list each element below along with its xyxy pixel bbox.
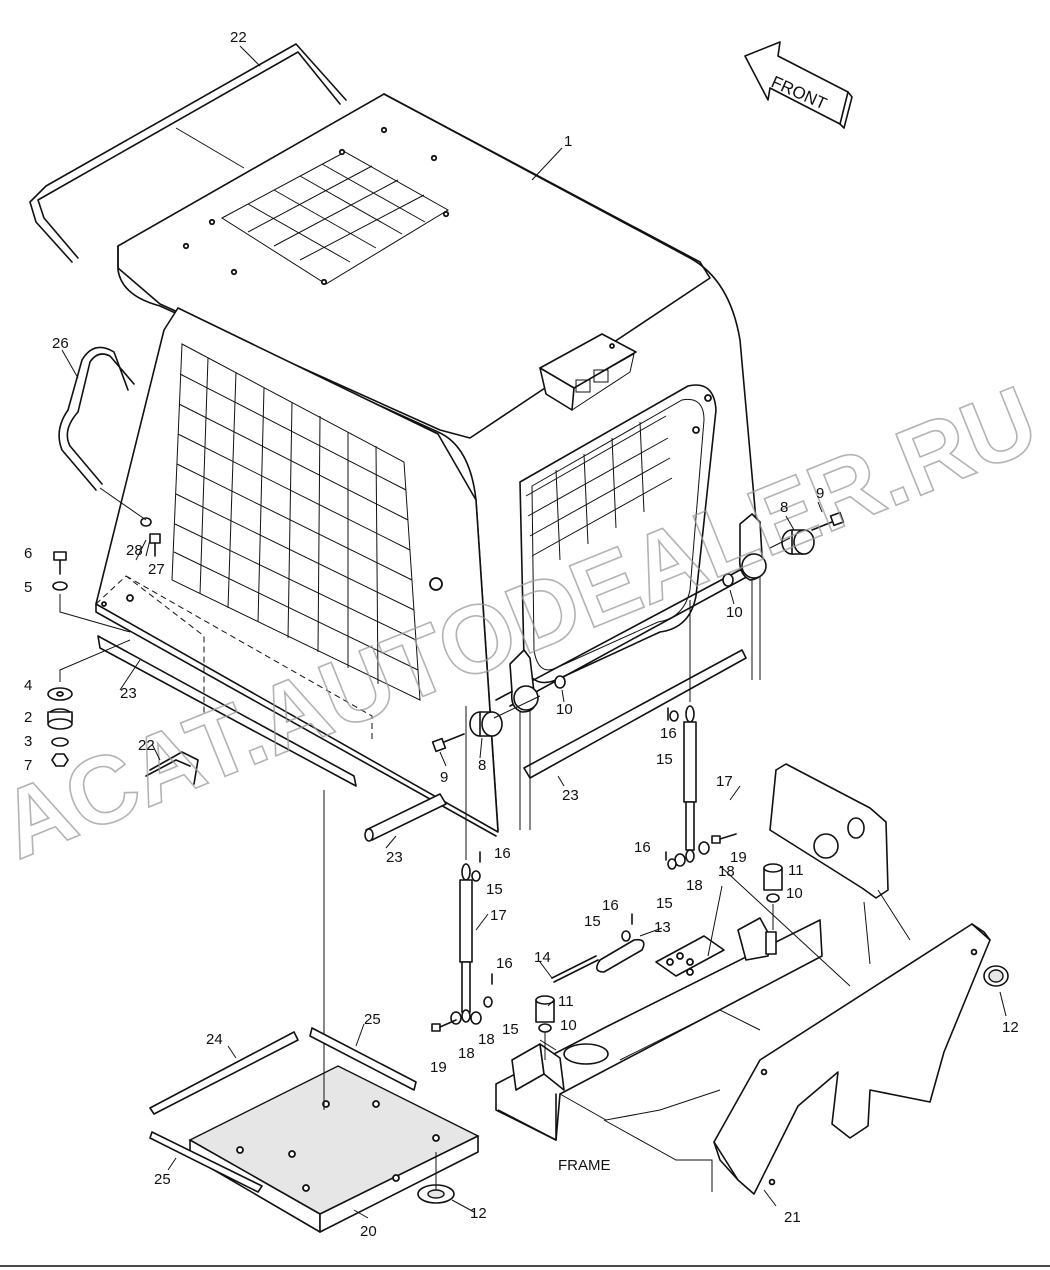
pin-clip-part-13 bbox=[596, 913, 645, 973]
callout: 11 bbox=[558, 993, 574, 1010]
bolt-part-9-left bbox=[431, 733, 465, 753]
callout: 12 bbox=[1002, 1019, 1019, 1036]
callout: 10 bbox=[786, 885, 803, 902]
callout: 10 bbox=[556, 701, 573, 718]
bolt-part-9-right bbox=[811, 511, 845, 531]
callout: 15 bbox=[486, 881, 503, 898]
callout: 21 bbox=[784, 1209, 801, 1226]
callout: 27 bbox=[148, 561, 165, 578]
callout: 18 bbox=[478, 1031, 495, 1048]
roof-vent-grid bbox=[221, 151, 449, 285]
rubber-mount-part-11-right bbox=[763, 863, 783, 903]
callout: 11 bbox=[788, 862, 804, 879]
callout: 7 bbox=[24, 757, 32, 774]
bolt-part-27 bbox=[149, 533, 161, 557]
callout: 26 bbox=[52, 335, 69, 352]
callout: 23 bbox=[562, 787, 579, 804]
callout: 19 bbox=[430, 1059, 447, 1076]
callout: 17 bbox=[490, 907, 507, 924]
callout: 25 bbox=[364, 1011, 381, 1028]
callout: 22 bbox=[230, 29, 247, 46]
callout: 28 bbox=[126, 542, 143, 559]
callout: 18 bbox=[718, 863, 735, 880]
part-callouts: 1 2 3 4 5 6 7 8 8 9 9 10 10 10 10 11 11 … bbox=[24, 29, 1019, 1240]
rear-rail-part-22 bbox=[29, 43, 347, 263]
washer-part-10-right bbox=[722, 573, 734, 587]
front-roof-handle bbox=[539, 333, 637, 411]
gas-strut-part-17-right bbox=[683, 705, 697, 863]
callout: 9 bbox=[440, 769, 448, 786]
floor-mat-part-20 bbox=[188, 1065, 480, 1233]
front-direction-arrow: FRONT bbox=[744, 41, 853, 129]
seal-strip-part-23-right bbox=[523, 649, 747, 779]
frame-side-plate bbox=[769, 763, 911, 965]
rubber-mount-stack bbox=[47, 551, 73, 767]
right-hinge-bracket bbox=[738, 513, 767, 581]
callout: 24 bbox=[206, 1031, 223, 1048]
callout: 9 bbox=[816, 485, 824, 502]
callout: 23 bbox=[386, 849, 403, 866]
callout: 3 bbox=[24, 733, 32, 750]
machine-frame bbox=[495, 885, 823, 1192]
callout: 16 bbox=[494, 845, 511, 862]
callout: 23 bbox=[120, 685, 137, 702]
rubber-mount-part-11-left bbox=[535, 995, 555, 1033]
callout: 2 bbox=[24, 709, 32, 726]
callout: 17 bbox=[716, 773, 733, 790]
gas-strut-part-17-left bbox=[459, 863, 473, 1023]
callout: 1 bbox=[564, 133, 572, 150]
washer-part-28 bbox=[140, 517, 152, 527]
rear-mesh-grid bbox=[171, 343, 421, 701]
pin-part-14 bbox=[551, 955, 599, 983]
grommet-part-12-left bbox=[417, 1184, 455, 1204]
rear-mesh-panel bbox=[95, 307, 499, 837]
callout: 20 bbox=[360, 1223, 377, 1240]
strip-part-25-top bbox=[309, 1027, 417, 1091]
callout: 18 bbox=[458, 1045, 475, 1062]
side-cover-plate-part-21 bbox=[713, 923, 991, 1195]
callout: 16 bbox=[496, 955, 513, 972]
callout: 16 bbox=[634, 839, 651, 856]
bushing-part-8-left bbox=[469, 711, 503, 737]
callout: 15 bbox=[502, 1021, 519, 1038]
frame-label: FRAME bbox=[558, 1157, 611, 1174]
seal-strip-part-23-left bbox=[97, 635, 357, 787]
callout: 22 bbox=[138, 737, 155, 754]
callout: 5 bbox=[24, 579, 32, 596]
bushing-part-8-right bbox=[781, 529, 815, 555]
front-mesh-grid bbox=[525, 415, 673, 561]
callout: 13 bbox=[654, 919, 671, 936]
washer-part-10-left bbox=[554, 675, 566, 689]
callout: 10 bbox=[560, 1017, 577, 1034]
left-hinge-bracket bbox=[509, 649, 539, 713]
callout: 19 bbox=[730, 849, 747, 866]
strip-part-24 bbox=[149, 1031, 299, 1115]
callout: 14 bbox=[534, 949, 551, 966]
bar-part-22-lower bbox=[145, 751, 199, 785]
leader-lines bbox=[61, 45, 1007, 1219]
tube-part-23 bbox=[364, 793, 447, 842]
callout: 10 bbox=[726, 604, 743, 621]
callout: 8 bbox=[478, 757, 486, 774]
callout: 25 bbox=[154, 1171, 171, 1188]
callout: 12 bbox=[470, 1205, 487, 1222]
callout: 4 bbox=[24, 677, 32, 694]
callout: 16 bbox=[660, 725, 677, 742]
callout: 15 bbox=[656, 895, 673, 912]
callout: 16 bbox=[602, 897, 619, 914]
callout: 6 bbox=[24, 545, 32, 562]
cab-canopy-part-1 bbox=[117, 93, 757, 831]
strut-hardware bbox=[431, 707, 737, 1032]
callout: 8 bbox=[780, 499, 788, 516]
callout: 15 bbox=[656, 751, 673, 768]
callout: 15 bbox=[584, 913, 601, 930]
grab-handle-part-26 bbox=[58, 346, 135, 491]
callout: 18 bbox=[686, 877, 703, 894]
grommet-part-12-right bbox=[983, 965, 1009, 987]
strip-part-25-bottom bbox=[149, 1131, 263, 1193]
